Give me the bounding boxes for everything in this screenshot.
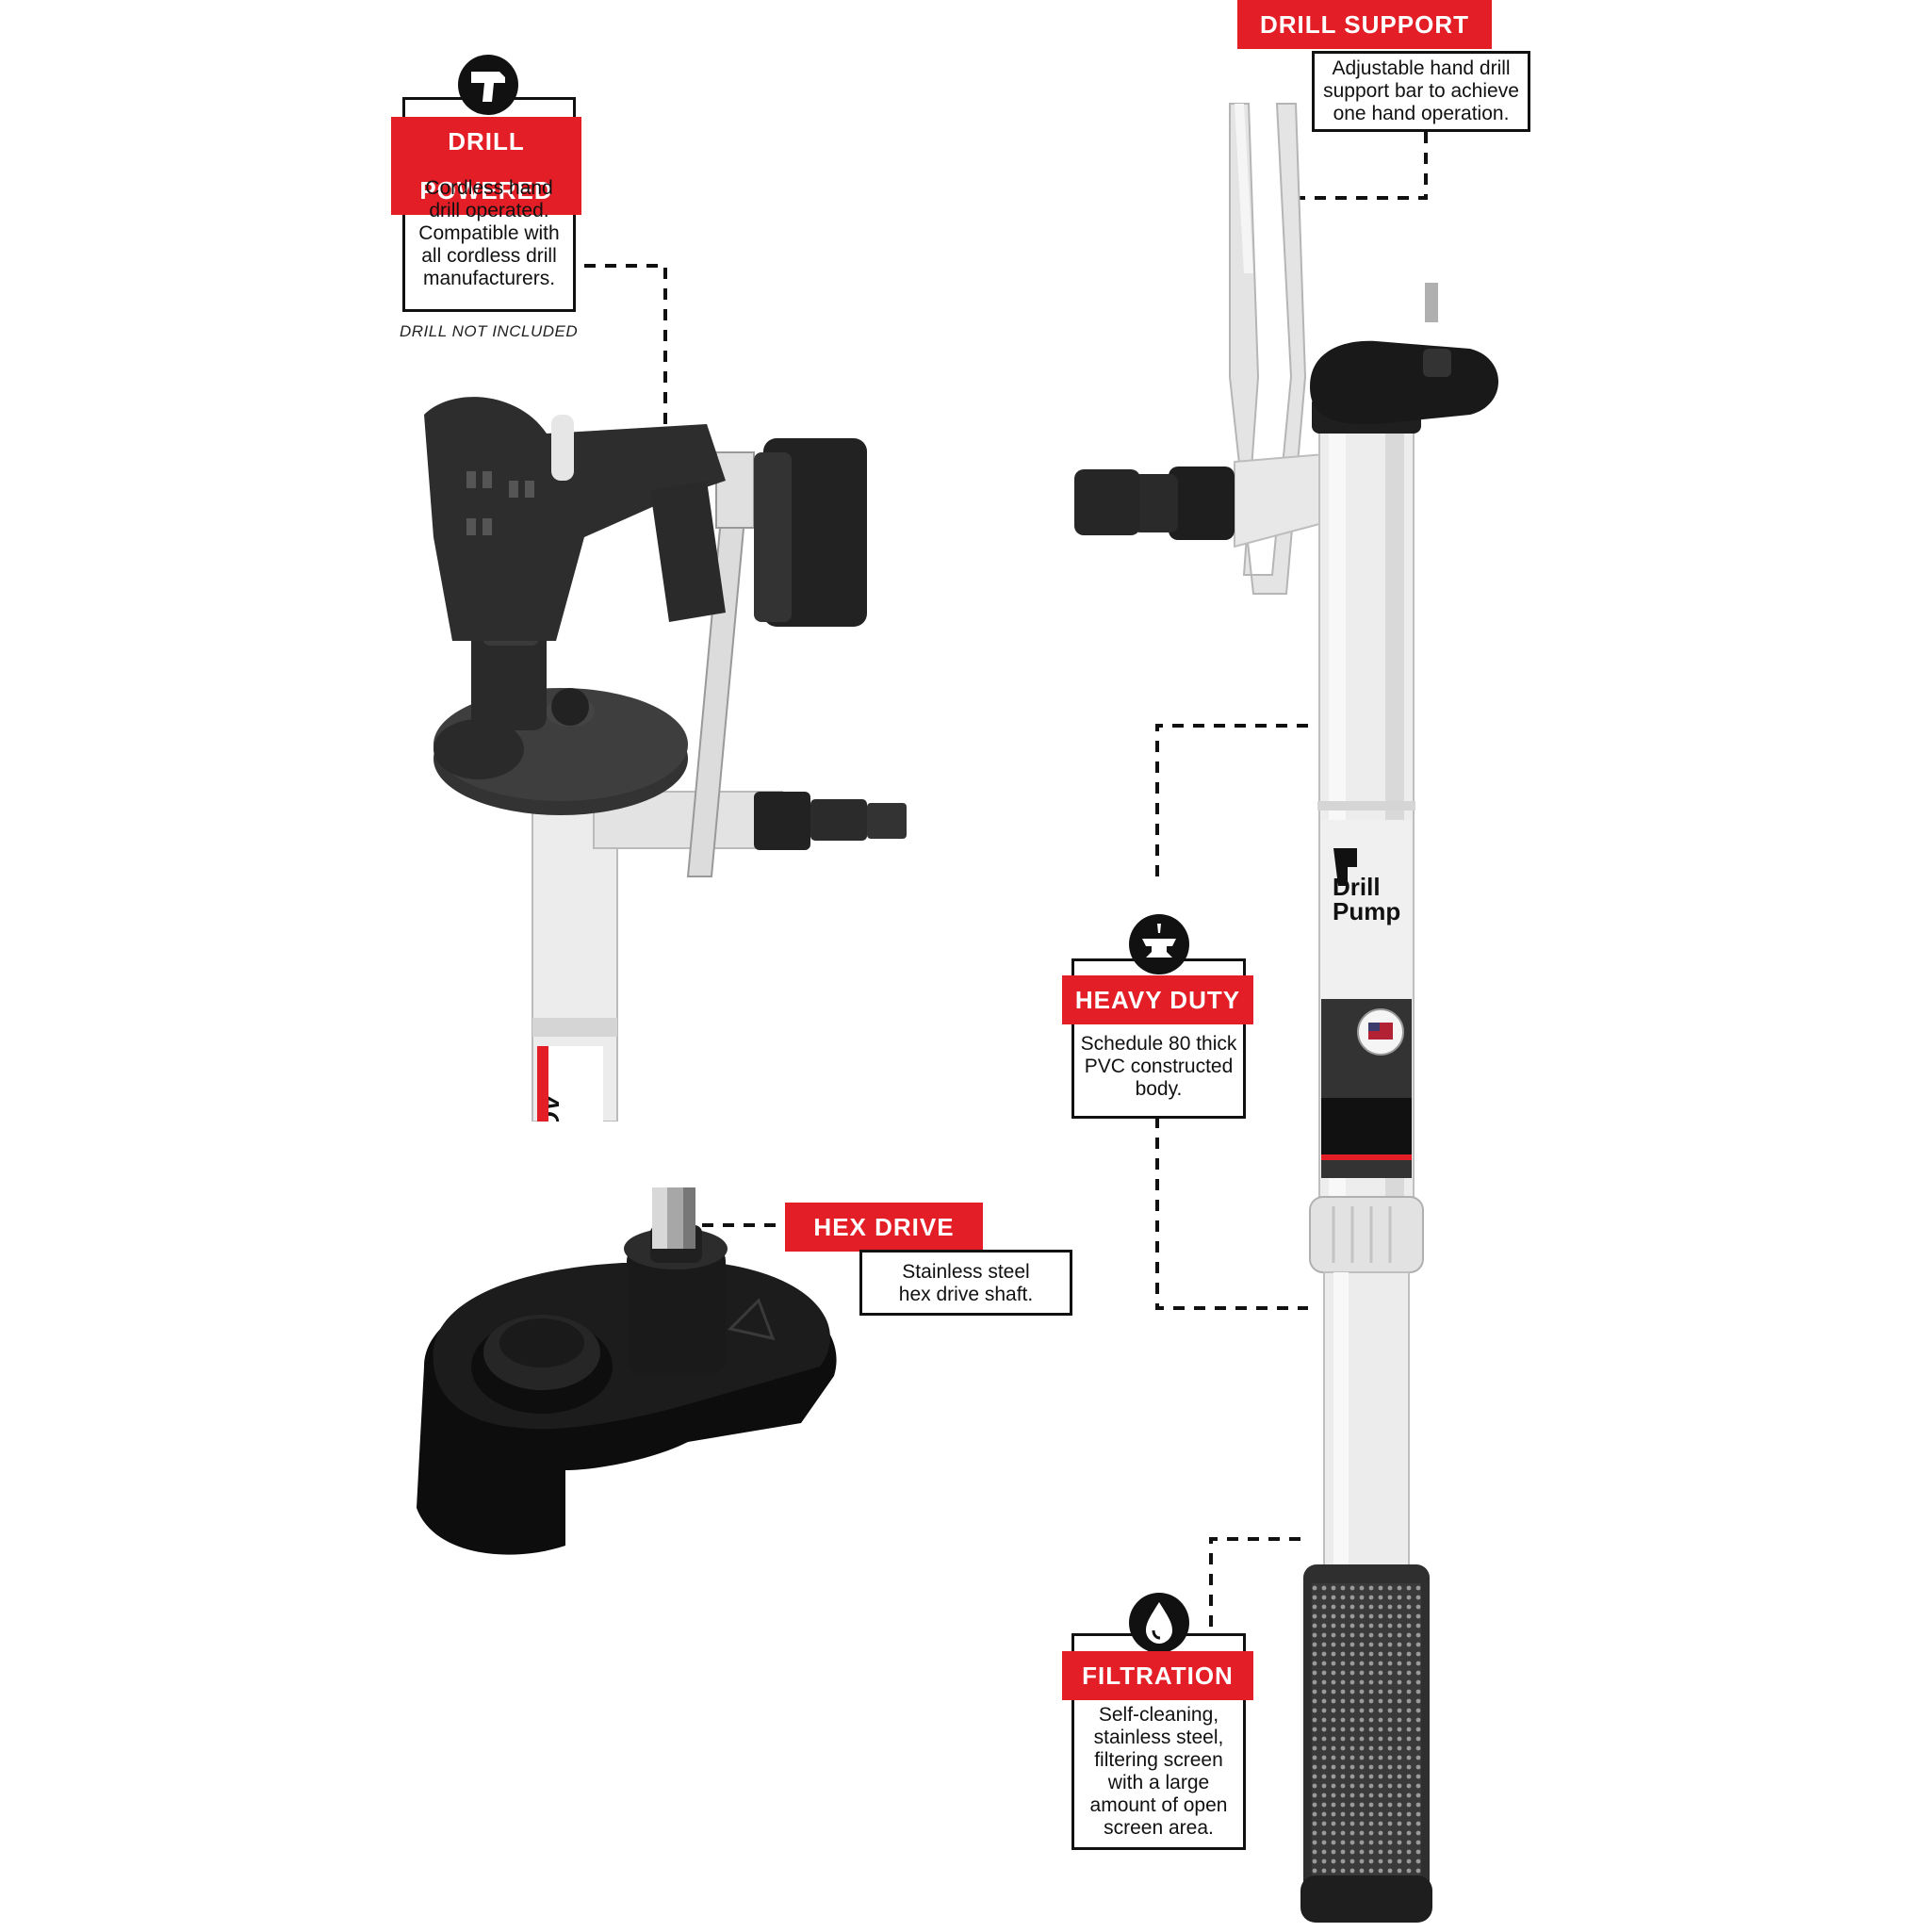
label-brand-line1: Drill bbox=[1333, 873, 1381, 901]
drill-support-text: Adjustable hand drill support bar to ach… bbox=[1323, 57, 1519, 124]
water-drop-icon bbox=[1129, 1593, 1189, 1653]
hex-drive-box bbox=[859, 1250, 1072, 1316]
drill-powered-title: DRILL POWERED bbox=[391, 117, 581, 215]
label-brand-line2: Pump bbox=[1333, 897, 1400, 925]
drill-powered-connector bbox=[584, 264, 667, 471]
filtration-connector bbox=[1209, 1537, 1300, 1635]
full-pump-image: Drill Pump bbox=[1074, 103, 1498, 1923]
hex-drive-title: HEX DRIVE bbox=[785, 1203, 983, 1252]
drill-support-connector bbox=[1291, 132, 1428, 200]
heavy-duty-connector-bottom bbox=[1155, 1117, 1308, 1310]
drill-powered-text: Cordless hand drill operated. Compatible… bbox=[418, 177, 560, 289]
anvil-icon bbox=[1129, 914, 1189, 974]
drill-support-title: DRILL SUPPORT bbox=[1237, 0, 1492, 49]
hex-drive-text: Stainless steel hex drive shaft. bbox=[898, 1261, 1034, 1305]
hex-drive-head-image bbox=[417, 1187, 837, 1555]
drill-with-pump-head-image: ACTI bbox=[424, 397, 907, 1122]
heavy-duty-connector-top bbox=[1155, 724, 1308, 881]
filtration-title: FILTRATION bbox=[1062, 1651, 1253, 1700]
heavy-duty-title: HEAVY DUTY bbox=[1062, 975, 1253, 1024]
drill-not-included-note: DRILL NOT INCLUDED bbox=[400, 322, 579, 340]
filtration-text: Self-cleaning, stainless steel, filterin… bbox=[1089, 1704, 1228, 1839]
drill-icon bbox=[458, 55, 518, 115]
drill-support-box bbox=[1312, 51, 1530, 132]
heavy-duty-text: Schedule 80 thick PVC constructed body. bbox=[1080, 1033, 1237, 1100]
